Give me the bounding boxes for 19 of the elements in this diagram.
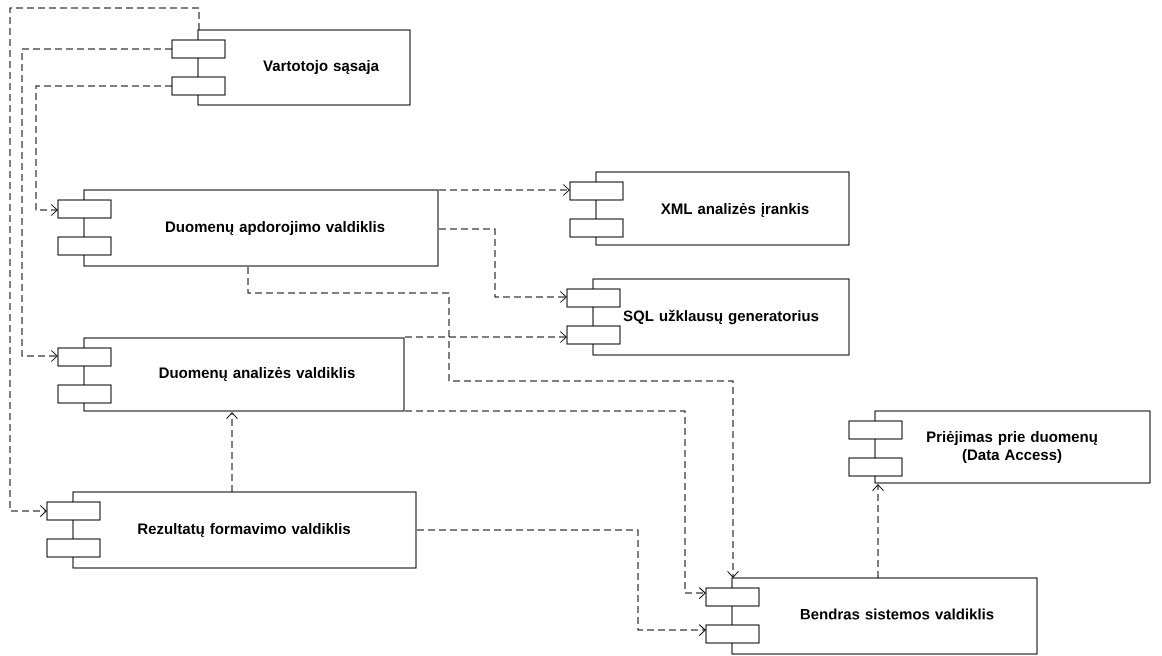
dependency-arrow <box>416 529 706 636</box>
dependency-arrow <box>9 7 200 517</box>
component-box: Rezultatų formavimo valdiklis <box>46 491 417 569</box>
dependency-arrow <box>247 266 739 578</box>
dependency-arrow <box>404 331 567 343</box>
component-box: Duomenų analizės valdiklis <box>57 337 405 412</box>
component-box: Bendras sistemos valdiklis <box>705 577 1038 655</box>
dependency-arrow <box>35 85 173 216</box>
dependency-arrow <box>438 228 567 303</box>
component-box: SQL užklausų generatorius <box>566 278 850 356</box>
dependency-arrow <box>21 48 173 362</box>
component-box: Priėjimas prie duomenų (Data Access) <box>848 410 1151 484</box>
dependency-arrow <box>438 184 570 196</box>
dependency-arrow <box>872 484 884 579</box>
dependency-arrow <box>226 412 238 493</box>
component-box: XML analizės įrankis <box>569 171 850 246</box>
component-box: Duomenų apdorojimo valdiklis <box>57 189 439 267</box>
component-box: Vartotojo sąsaja <box>171 29 411 106</box>
dependency-arrow <box>404 410 706 599</box>
